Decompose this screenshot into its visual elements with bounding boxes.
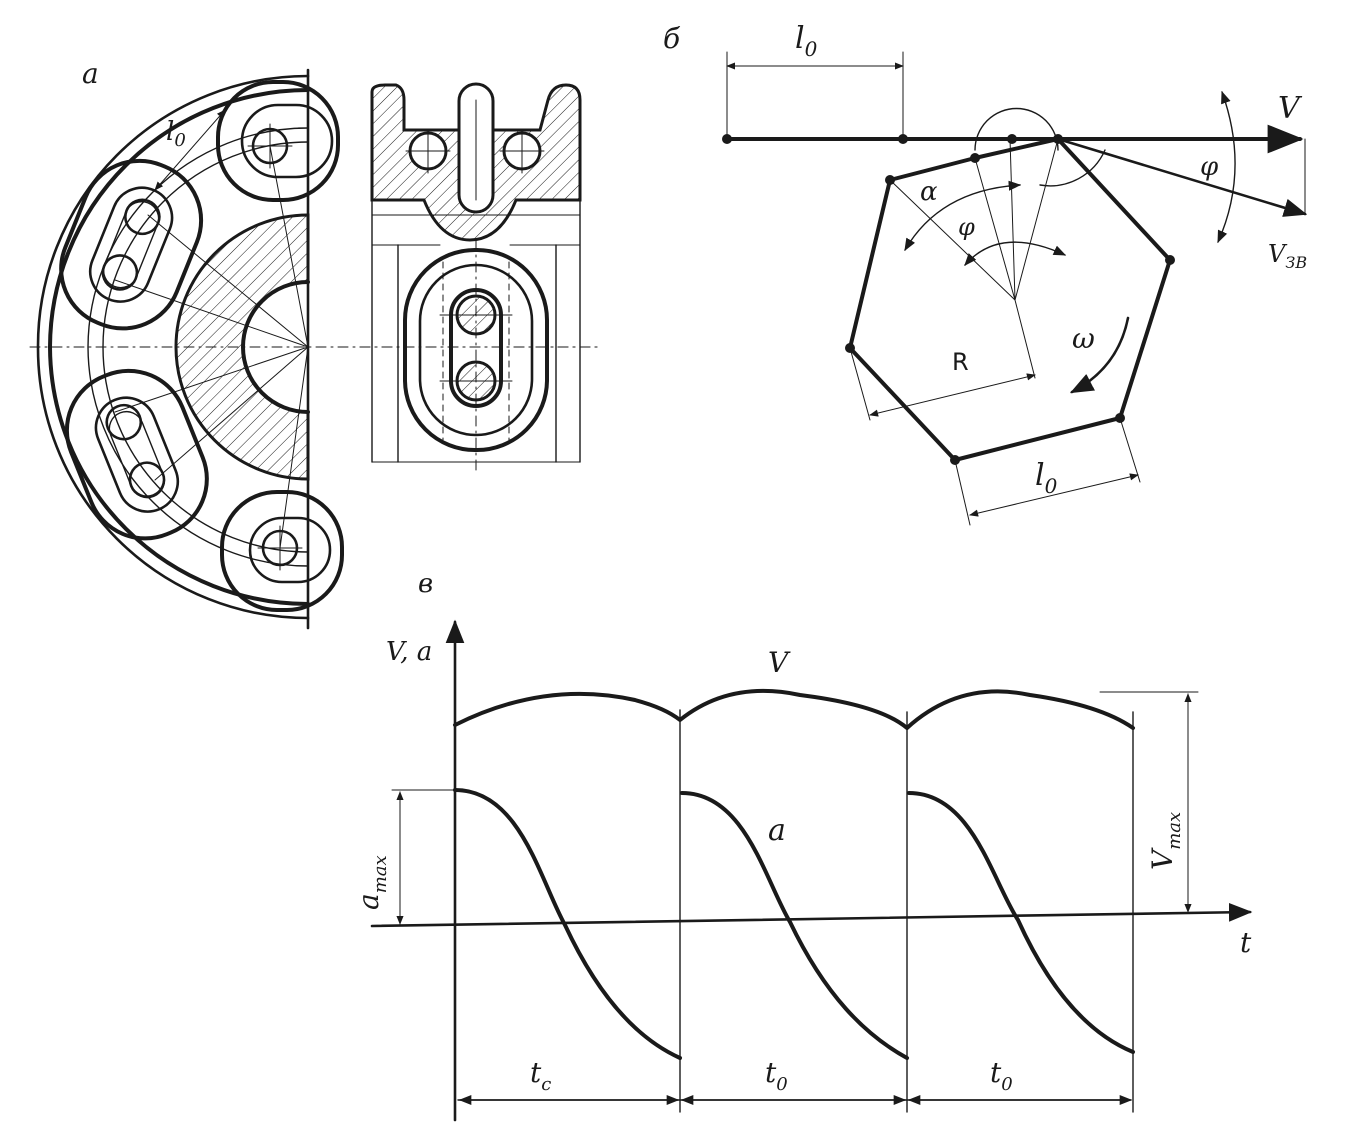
velocity-curve <box>453 688 1135 730</box>
panel-a-pitch-label: l0 <box>166 117 186 151</box>
panel-c-graph: в V, a t V a amax Vmax tc t0 t0 <box>352 569 1253 1122</box>
panel-b-label: б <box>663 22 681 55</box>
pitch-arc-right <box>1039 149 1106 187</box>
y-axis-label: V, a <box>386 637 432 667</box>
omega-label: ω <box>1072 322 1095 355</box>
radial-lines <box>114 145 309 549</box>
period-label-2: t0 <box>765 1056 788 1095</box>
period-label-3: t0 <box>990 1056 1013 1095</box>
radius-label: R <box>952 348 969 376</box>
phi-label-inner: φ <box>958 213 975 241</box>
phi-arc-inner <box>964 241 1067 266</box>
a-max-label: amax <box>352 855 391 910</box>
period-label-1: tc <box>530 1056 551 1095</box>
polygon-construction-lines <box>849 138 1059 421</box>
chain-link-lower-left <box>64 368 209 541</box>
sprocket-velocity-label: VЗВ <box>1268 240 1307 272</box>
alpha-arc <box>904 180 1022 252</box>
acceleration-curve-2 <box>680 791 909 1060</box>
phi-arc-right <box>1217 90 1236 244</box>
omega-arrow <box>1069 316 1130 394</box>
panel-a-sprocket: a <box>29 57 601 630</box>
panel-a-side-section <box>359 82 601 471</box>
radius-dimension <box>869 373 1036 417</box>
acceleration-curve-1 <box>453 788 682 1060</box>
pitch-bottom-dimension <box>969 473 1139 517</box>
x-axis <box>370 902 1253 928</box>
panel-c-label: в <box>418 569 433 599</box>
pitch-bottom-label: l0 <box>1035 458 1058 498</box>
sprocket-velocity-vector <box>1056 137 1308 217</box>
x-axis-label: t <box>1240 926 1252 959</box>
pitch-top-label: l0 <box>795 21 818 61</box>
v-max-label: Vmax <box>1146 812 1185 870</box>
velocity-label: V <box>1278 91 1303 126</box>
phi-label-right: φ <box>1200 152 1219 182</box>
velocity-curve-label: V <box>768 646 791 679</box>
acceleration-curve-label: a <box>768 813 786 848</box>
panel-b-polygon: б l0 V VЗВ φ <box>663 21 1308 526</box>
alpha-label: α <box>920 177 938 207</box>
panel-a-pitch-dimension <box>154 109 226 191</box>
chain-link-bottom <box>220 490 344 612</box>
panel-a-label: a <box>82 57 99 90</box>
acceleration-curve-3 <box>907 791 1135 1054</box>
pitch-arc-top <box>974 107 1059 151</box>
